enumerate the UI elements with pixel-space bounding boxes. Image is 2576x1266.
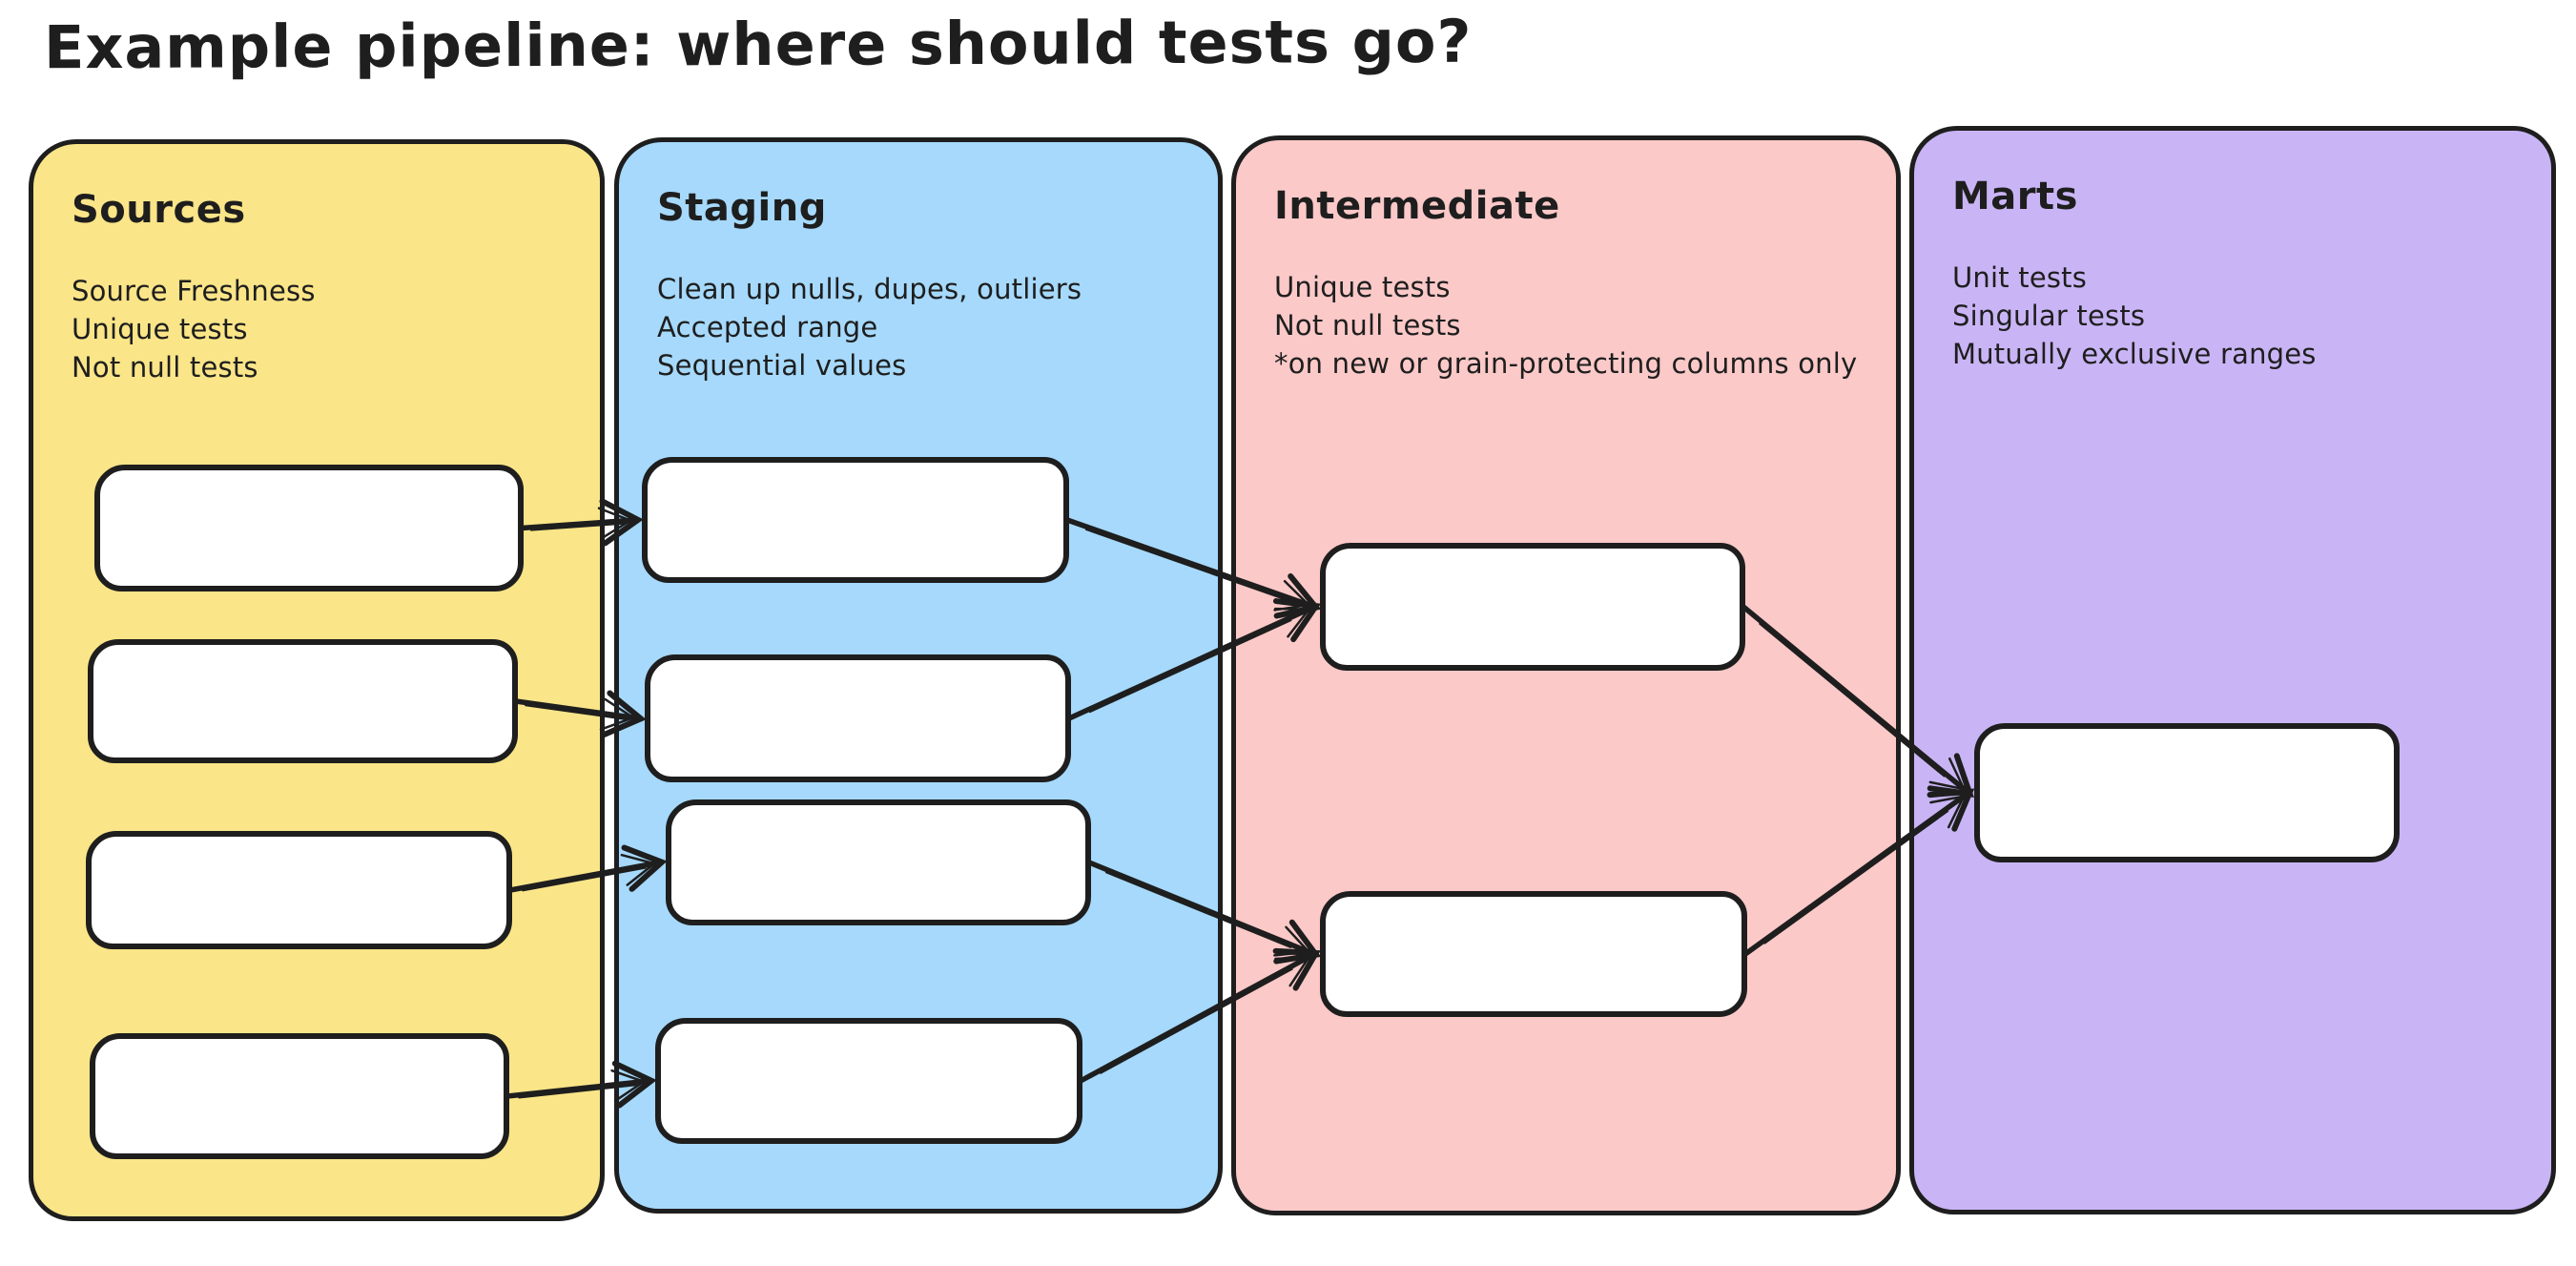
arrow-t4-i2 — [1078, 947, 1321, 1084]
arrow-sketch-stroke — [1759, 623, 1946, 778]
arrow-sketch-stroke — [1089, 619, 1292, 714]
arrow-sketch-stroke — [1763, 810, 1949, 944]
model-node-s1 — [94, 465, 524, 591]
model-node-t3 — [666, 799, 1091, 925]
model-node-s3 — [86, 831, 512, 949]
panel-title-staging: Staging — [657, 186, 827, 230]
arrow-t2-i1 — [1066, 598, 1322, 721]
arrow-sketch-stroke — [518, 1084, 637, 1099]
panel-note: Unit tests — [1952, 261, 2088, 294]
model-node-t2 — [645, 654, 1071, 782]
arrow-t1-i1 — [1064, 517, 1322, 619]
model-node-s4 — [90, 1033, 509, 1159]
arrow-s4-t4 — [505, 1060, 657, 1109]
arrow-sketch-stroke — [525, 704, 628, 720]
panel-note: Sequential values — [657, 349, 907, 382]
panel-note: Unique tests — [1274, 271, 1451, 303]
arrow-s1-t1 — [519, 498, 644, 547]
arrow-s3-t3 — [507, 844, 668, 893]
panel-title-intermediate: Intermediate — [1274, 184, 1560, 228]
panel-note: Singular tests — [1952, 300, 2146, 332]
panel-note: Not null tests — [1274, 309, 1461, 342]
model-node-i1 — [1320, 543, 1745, 671]
model-node-t1 — [642, 457, 1069, 583]
panel-note: Mutually exclusive ranges — [1952, 338, 2317, 370]
arrow-sketch-stroke — [530, 523, 627, 531]
model-node-i2 — [1320, 891, 1747, 1017]
panel-note: Source Freshness — [72, 275, 316, 307]
panel-note: Unique tests — [72, 313, 248, 345]
arrow-t3-i2 — [1086, 860, 1322, 965]
panel-note: Accepted range — [657, 311, 878, 343]
arrow-i2-m1 — [1742, 788, 1975, 957]
panel-note: *on new or grain-protecting columns only — [1274, 347, 1858, 380]
arrow-s2-t2 — [513, 690, 647, 738]
panel-title-sources: Sources — [72, 188, 246, 232]
arrow-sketch-stroke — [522, 867, 647, 892]
arrow-sketch-stroke — [1084, 529, 1289, 602]
panel-title-marts: Marts — [1952, 175, 2078, 218]
model-node-t4 — [655, 1018, 1082, 1144]
arrow-sketch-stroke — [1100, 968, 1293, 1074]
panel-note: Clean up nulls, dupes, outliers — [657, 273, 1082, 305]
model-node-m1 — [1974, 723, 2400, 862]
panel-note: Not null tests — [72, 351, 258, 384]
model-node-s2 — [88, 639, 518, 763]
arrow-i1-m1 — [1741, 604, 1974, 798]
arrow-sketch-stroke — [1104, 871, 1292, 948]
